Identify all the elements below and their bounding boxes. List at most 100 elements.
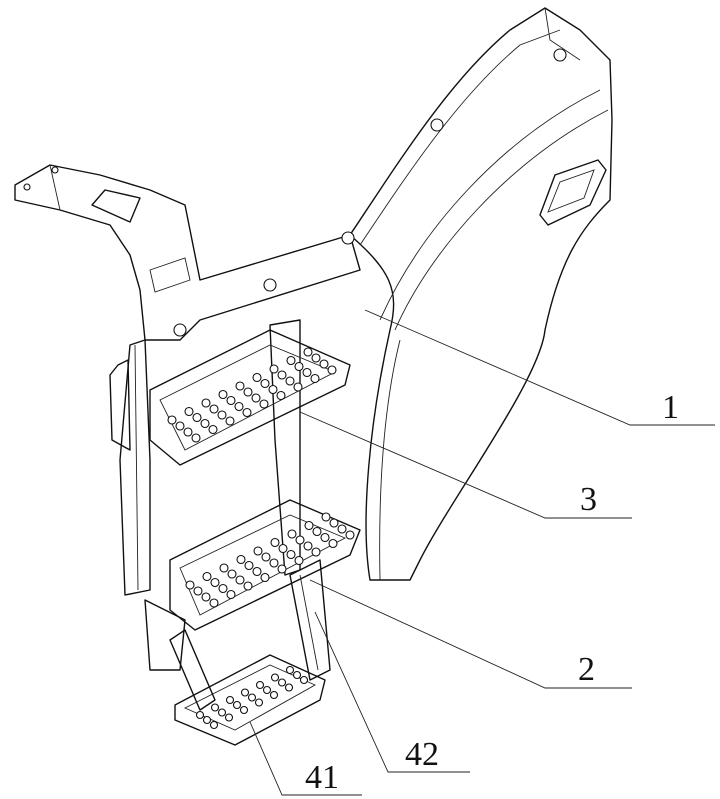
step-hole — [201, 592, 211, 602]
step-hole — [202, 571, 212, 582]
step-hole — [311, 547, 321, 557]
step-hole — [240, 688, 250, 697]
step-hole — [210, 703, 220, 712]
step-hole — [175, 421, 185, 431]
step-hole — [243, 387, 253, 397]
step-hole — [286, 355, 296, 366]
step-hole — [227, 569, 237, 579]
label-42: 42 — [405, 736, 439, 773]
step-hole — [262, 685, 272, 695]
step-hole — [208, 424, 218, 435]
step-hole — [226, 395, 236, 406]
step-hole — [200, 418, 210, 429]
step-hole — [225, 416, 235, 426]
step-hole — [261, 552, 271, 562]
step-hole — [184, 406, 194, 417]
step-hole — [295, 535, 305, 545]
step-hole — [327, 365, 337, 375]
step-hole — [268, 384, 278, 395]
lower-step-41 — [144, 599, 326, 746]
step-hole — [235, 381, 245, 391]
step-hole — [242, 407, 252, 418]
step-hole — [284, 683, 294, 692]
step-hole — [202, 715, 212, 725]
step-hole — [337, 524, 347, 534]
step-hole — [224, 713, 234, 722]
step-hole — [269, 364, 279, 374]
label-41: 41 — [305, 759, 339, 796]
step-hole — [285, 665, 295, 675]
step-hole — [193, 586, 203, 596]
step-hole — [319, 359, 329, 369]
step-hole — [217, 708, 227, 717]
step-hole — [278, 543, 288, 554]
step-hole — [260, 572, 270, 583]
upper-step-3 — [149, 329, 351, 466]
step-hole — [260, 378, 270, 389]
step-hole — [286, 549, 296, 560]
step-hole — [312, 526, 322, 537]
step-hole — [209, 598, 219, 608]
step-hole — [234, 401, 244, 412]
step-hole — [270, 673, 280, 682]
step-hole — [294, 555, 304, 566]
step-hole — [269, 558, 279, 568]
step-hole — [255, 680, 265, 690]
label-3: 3 — [580, 481, 597, 518]
step-hole — [293, 382, 303, 392]
step-hole — [269, 690, 279, 700]
step-hole — [277, 678, 287, 687]
step-hole — [253, 546, 263, 556]
step-hole — [294, 361, 304, 372]
step-hole — [195, 710, 205, 720]
step-hole — [236, 554, 246, 565]
mounting-frame — [14, 164, 361, 596]
step-hole — [183, 427, 193, 437]
fender-part-1 — [349, 7, 613, 581]
step-hole — [299, 675, 309, 685]
step-hole — [292, 670, 302, 680]
step-hole — [328, 538, 338, 549]
step-hole — [210, 577, 220, 588]
step-hole — [217, 410, 227, 420]
step-hole — [303, 347, 313, 357]
leader-lines — [249, 309, 715, 796]
step-hole — [320, 532, 330, 543]
step-hole — [218, 583, 228, 594]
step-hole — [235, 575, 245, 585]
step-holes — [167, 347, 355, 730]
step-hole — [167, 415, 177, 425]
step-hole — [270, 537, 280, 548]
step-hole — [329, 518, 339, 528]
step-hole — [219, 563, 229, 573]
label-1: 1 — [662, 389, 679, 426]
step-hole — [239, 705, 249, 715]
step-hole — [201, 398, 211, 408]
step-hole — [311, 353, 321, 363]
step-hole — [254, 698, 264, 707]
step-hole — [259, 399, 269, 409]
step-hole — [232, 700, 242, 710]
step-hole — [304, 520, 314, 531]
step-hole — [345, 530, 355, 540]
step-hole — [209, 720, 219, 730]
step-hole — [247, 693, 257, 702]
step-hole — [276, 390, 286, 401]
step-hole — [277, 370, 287, 380]
step-hole — [191, 433, 201, 443]
step-hole — [252, 372, 262, 383]
step-hole — [277, 564, 287, 574]
middle-step-2 — [169, 499, 361, 681]
label-2: 2 — [578, 651, 595, 688]
step-hole — [192, 412, 202, 423]
step-hole — [303, 541, 313, 551]
step-hole — [243, 581, 253, 591]
step-hole — [251, 393, 261, 403]
step-hole — [244, 560, 254, 571]
step-hole — [209, 404, 219, 414]
step-hole — [321, 512, 331, 522]
step-hole — [185, 580, 195, 590]
step-hole — [226, 589, 236, 600]
step-hole — [252, 566, 262, 577]
